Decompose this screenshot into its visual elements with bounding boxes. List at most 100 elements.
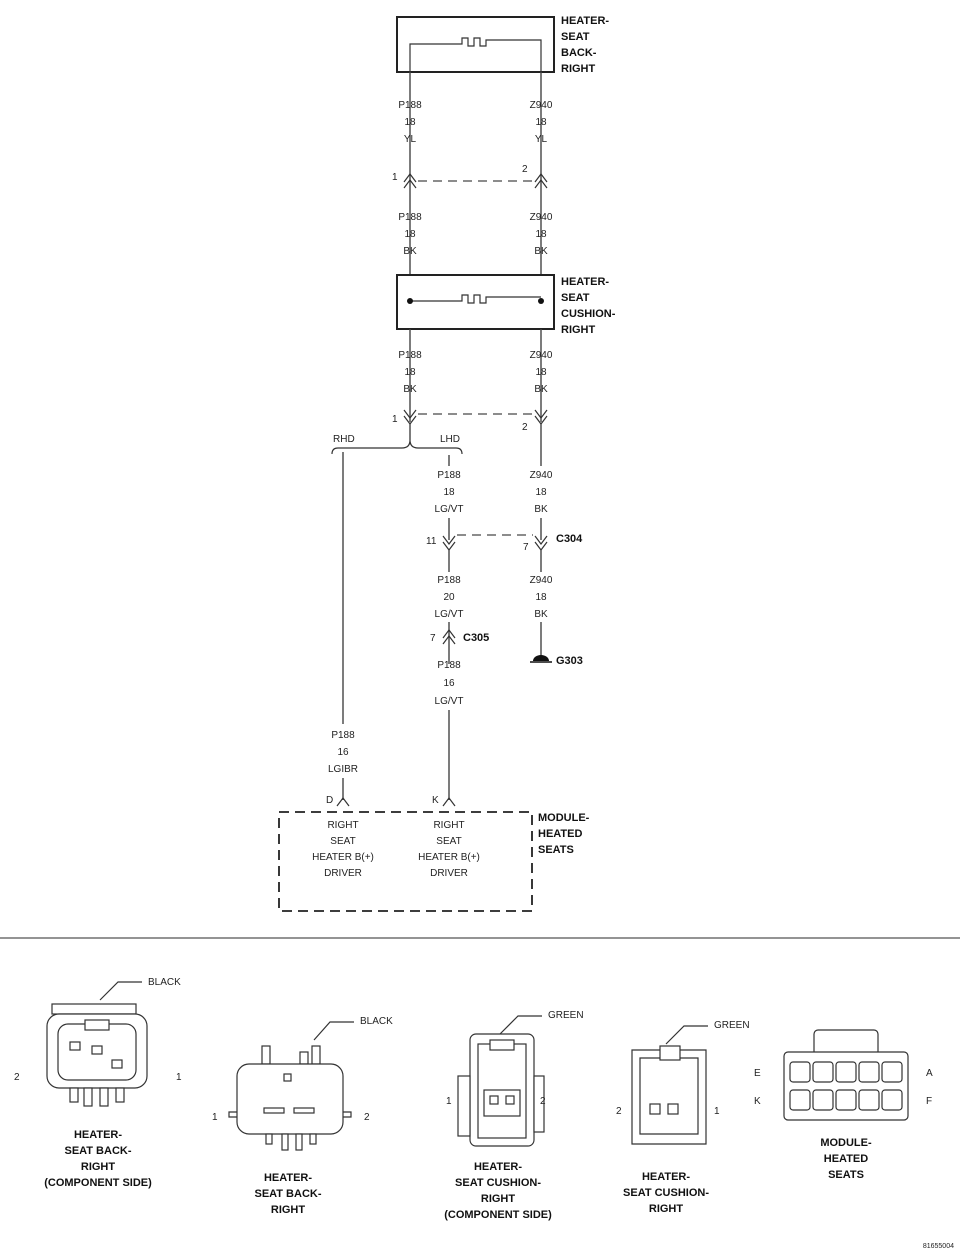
- seat-cushion-label-2: SEAT: [561, 292, 590, 304]
- seat-cushion-element-icon: [410, 294, 541, 304]
- pin-k-function: SEAT: [436, 836, 461, 847]
- c304-label: C304: [556, 533, 583, 545]
- pin-number: 2: [522, 422, 528, 433]
- wire-circuit: P188: [398, 212, 422, 223]
- seat-cushion-box: [396, 274, 555, 330]
- pin-d-function: DRIVER: [324, 868, 362, 879]
- c305-label: C305: [463, 632, 489, 644]
- wire-gauge: 18: [535, 367, 547, 378]
- color-label: BLACK: [360, 1016, 393, 1027]
- wire-gauge: 18: [535, 229, 547, 240]
- pin-letter: K: [754, 1096, 761, 1107]
- wire-labels-z940-a: Z940 18 BK: [530, 470, 553, 515]
- rhd-lhd-split: RHD LHD: [331, 424, 463, 455]
- view-label: SEAT CUSHION-: [455, 1177, 541, 1189]
- connector-view-seat-cushion: GREEN 2 1 HEATER- SEAT CUSHION- RIGHT: [616, 1020, 750, 1215]
- wire-color: LG/VT: [435, 696, 464, 707]
- wire-gauge: 18: [535, 592, 547, 603]
- wire-labels-4: P188 20 LG/VT Z940 18 BK: [435, 575, 553, 620]
- color-label: GREEN: [548, 1010, 584, 1021]
- view-label: (COMPONENT SIDE): [44, 1177, 152, 1189]
- wire-gauge: 18: [404, 367, 416, 378]
- seat-cushion-label-1: HEATER-: [561, 276, 609, 288]
- wire-labels-lhd: P188 18 LG/VT: [435, 470, 464, 515]
- wire-gauge: 18: [535, 117, 547, 128]
- wire-labels-rhd: P188 16 LGIBR: [328, 730, 358, 775]
- pin-number: 2: [616, 1106, 622, 1117]
- view-label: (COMPONENT SIDE): [444, 1209, 552, 1221]
- module-label-1: MODULE-: [538, 812, 590, 824]
- rhd-label: RHD: [333, 434, 355, 445]
- wire-circuit: Z940: [530, 470, 553, 481]
- module-pins: D K: [326, 795, 456, 807]
- view-label: SEATS: [828, 1169, 864, 1181]
- wire-labels-3: P188 18 BK Z940 18 BK: [398, 350, 553, 395]
- wire-gauge: 18: [443, 487, 455, 498]
- wire-gauge: 18: [404, 229, 416, 240]
- pin-number: 1: [176, 1072, 182, 1083]
- pin-number: 1: [392, 414, 398, 425]
- view-label: SEAT CUSHION-: [623, 1187, 709, 1199]
- module-heated-seats: RIGHT SEAT HEATER B(+) DRIVER RIGHT SEAT…: [278, 811, 590, 912]
- wire-color: BK: [534, 384, 548, 395]
- connector-view-seat-cushion-component: GREEN 1 2 HEATER- SEAT CUSHION- RIGHT (C…: [444, 1010, 583, 1221]
- wire-gauge: 16: [443, 678, 455, 689]
- wire-circuit: Z940: [530, 100, 553, 111]
- pin-number: 2: [14, 1072, 20, 1083]
- connector-c304: 11 7 C304: [426, 533, 583, 553]
- wire-gauge: 18: [535, 487, 547, 498]
- view-label: SEAT BACK-: [254, 1188, 321, 1200]
- pin-number: 2: [540, 1096, 546, 1107]
- color-label: GREEN: [714, 1020, 750, 1031]
- pin-number: 1: [714, 1106, 720, 1117]
- module-label-2: HEATED: [538, 828, 582, 840]
- wire-gauge: 18: [404, 117, 416, 128]
- view-label: HEATED: [824, 1153, 868, 1165]
- view-label: MODULE-: [820, 1137, 872, 1149]
- seat-cushion-label-4: RIGHT: [561, 324, 596, 336]
- wire-color: BK: [534, 504, 548, 515]
- wire-labels-5: P188 16 LG/VT: [435, 660, 464, 707]
- wire-labels-2: P188 18 BK Z940 18 BK: [398, 212, 553, 257]
- pin-number: 2: [522, 164, 528, 175]
- ground-g303: G303: [530, 655, 583, 667]
- wire-color: BK: [403, 384, 417, 395]
- heater-seat-cushion-right: HEATER- SEAT CUSHION- RIGHT: [396, 274, 616, 336]
- pin-letter: A: [926, 1068, 933, 1079]
- wire-gauge: 20: [443, 592, 455, 603]
- view-label: RIGHT: [481, 1193, 516, 1205]
- wire-color: LGIBR: [328, 764, 358, 775]
- wire-circuit: P188: [398, 350, 422, 361]
- connector-1: 1 2: [392, 164, 548, 189]
- wire-color: LG/VT: [435, 609, 464, 620]
- wire-color: BK: [534, 609, 548, 620]
- wire-labels-top: P188 18 YL Z940 18 YL: [398, 100, 553, 145]
- seat-back-label-1: HEATER-: [561, 15, 609, 27]
- view-label: RIGHT: [271, 1204, 306, 1216]
- seat-back-label-3: BACK-: [561, 47, 597, 59]
- lhd-label: LHD: [440, 434, 460, 445]
- connector-c305: 7 C305: [430, 629, 489, 645]
- pin-number: 7: [523, 542, 529, 553]
- pin-d-function: SEAT: [330, 836, 355, 847]
- view-label: RIGHT: [649, 1203, 684, 1215]
- pin-number: 1: [212, 1112, 218, 1123]
- pin-letter: D: [326, 795, 333, 806]
- wire-color: YL: [404, 134, 417, 145]
- wire-circuit: Z940: [530, 575, 553, 586]
- pin-number: 11: [426, 536, 437, 547]
- wire-gauge: 16: [337, 747, 349, 758]
- wire-color: BK: [403, 246, 417, 257]
- view-label: HEATER-: [74, 1129, 122, 1141]
- wire-color: YL: [535, 134, 548, 145]
- pin-k-function: RIGHT: [433, 820, 464, 831]
- seat-back-element-icon: [409, 37, 542, 72]
- wire-circuit: P188: [331, 730, 355, 741]
- pin-k-function: HEATER B(+): [418, 852, 480, 863]
- g303-label: G303: [556, 655, 583, 667]
- wire-color: BK: [534, 246, 548, 257]
- connector-view-seat-back-component: BLACK 2 1 HEATER- SEAT BACK- RIGHT (COMP…: [14, 977, 182, 1189]
- pin-number: 2: [364, 1112, 370, 1123]
- pin-d-function: HEATER B(+): [312, 852, 374, 863]
